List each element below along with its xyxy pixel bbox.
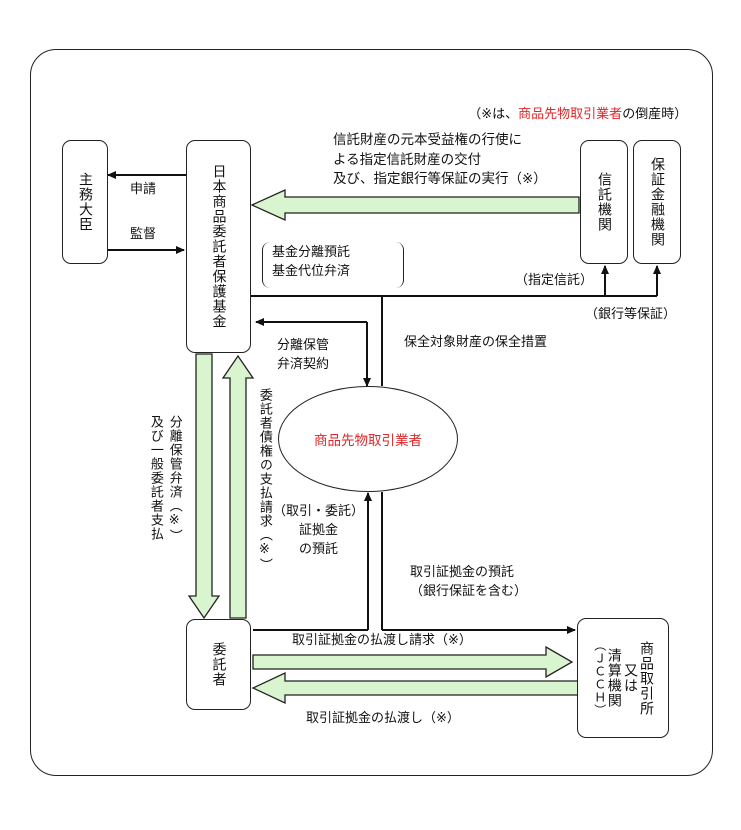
bankruptcy-note: （※は、商品先物取引業者の倒産時） [468, 106, 688, 122]
trust-exercise-label: 信託財産の元本受益権の行使に よる指定信託財産の交付 及び、指定銀行等保証の実行… [333, 132, 547, 188]
margin-deposit-label: 取引証拠金の預託 （銀行保証を含む） [410, 565, 528, 599]
broker-label: 商品先物取引業者 [314, 433, 422, 449]
trust-label: 信託機関 [596, 172, 613, 232]
trust-box: 信託機関 [580, 140, 628, 264]
apply-label: 申請 [130, 182, 157, 197]
exchange-box: 商品取引所 又は 清算機関 （ＪＣＣＨ） [577, 618, 669, 738]
client-box: 委託者 [186, 619, 251, 710]
exchange-label-line2: 又は [621, 663, 638, 693]
broker-deposit-label: （取引・委託） 証拠金 の預託 [273, 504, 365, 557]
refund-request-label: 取引証拠金の払渡し請求（※） [292, 633, 472, 648]
refund-label: 取引証拠金の払渡し（※） [306, 711, 460, 726]
fund-ops-label: 基金分離預託 基金代位弁済 [272, 245, 351, 279]
guarantee-box: 保証金融機関 [633, 140, 681, 264]
bank-guarantee-label: （銀行等保証） [585, 307, 677, 322]
broker-ellipse: 商品先物取引業者 [278, 386, 458, 492]
fund-box: 日本商品委託者保護基金 [186, 140, 251, 353]
trust-delivery-arrow [250, 188, 580, 222]
contract-label: 分離保管 弁済契約 [277, 338, 330, 372]
fund-ops-bracket [262, 242, 404, 288]
exchange-label-line4: （ＪＣＣＨ） [592, 639, 607, 717]
claim-arrow [221, 354, 255, 619]
exchange-label-line3: 清算機関 [605, 648, 622, 708]
guarantee-label: 保証金融機関 [649, 157, 666, 247]
minister-box: 主務大臣 [62, 140, 108, 264]
client-claim-label: 委託者債権の支払請求（※） [256, 388, 272, 572]
refund-request-arrow [252, 645, 574, 679]
separate-payment-arrow [187, 353, 221, 620]
diagram-frame [30, 49, 713, 776]
supervise-label: 監督 [130, 227, 157, 242]
note-highlight: 商品先物取引業者 [518, 106, 623, 122]
preservation-label: 保全対象財産の保全措置 [404, 335, 548, 350]
refund-arrow [251, 671, 580, 705]
minister-label: 主務大臣 [77, 172, 94, 232]
fund-label: 日本商品委託者保護基金 [210, 164, 227, 329]
designated-trust-label: （指定信託） [515, 273, 594, 288]
exchange-label-line1: 商品取引所 [638, 640, 655, 716]
client-label: 委託者 [210, 642, 227, 687]
separate-payment-label: 分離保管弁済（※） 及び一般委託者支払 [147, 415, 182, 543]
